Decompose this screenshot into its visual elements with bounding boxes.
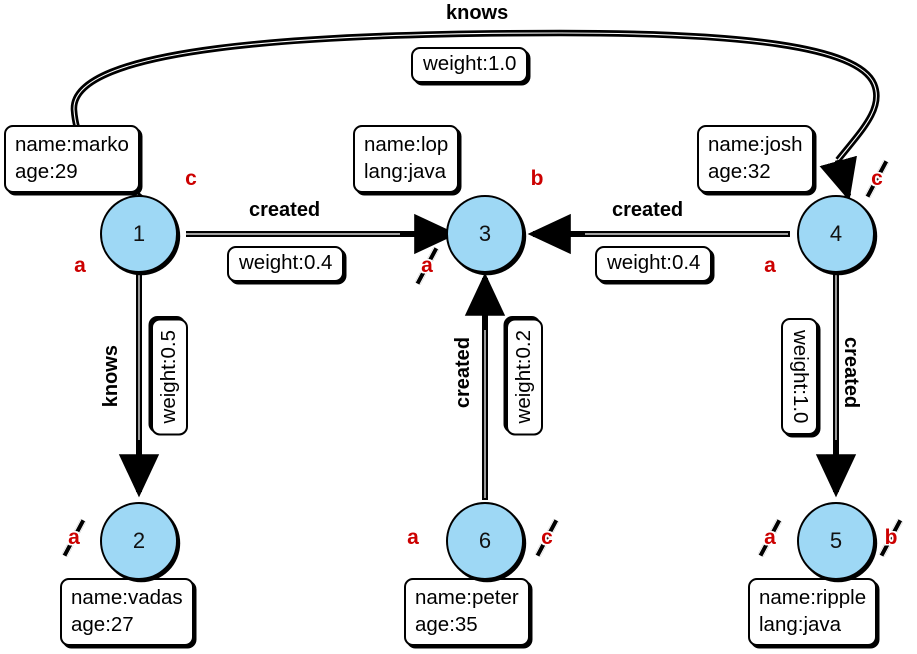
marker-node-5-a[interactable]: a	[757, 518, 783, 558]
marker-node-6-a[interactable]: a	[400, 524, 426, 552]
edge-label-created-6-3: created	[452, 337, 474, 409]
marker-node-3-b[interactable]: b	[524, 165, 550, 193]
edge-label-knows-1-4: knows	[446, 2, 509, 24]
node-4-properties: name:josh age:32	[697, 125, 814, 194]
edge-label-knows-1-2: knows	[100, 345, 122, 408]
marker-glyph: b	[530, 167, 544, 190]
node-2-properties: name:vadas age:27	[60, 578, 194, 647]
edge-weight-created-4-5: weight:1.0	[781, 318, 818, 436]
node-5[interactable]: 5	[797, 502, 875, 580]
marker-glyph: c	[185, 167, 197, 190]
marker-glyph: c	[871, 167, 883, 190]
marker-glyph: a	[764, 254, 776, 277]
node-3-label: 3	[478, 221, 492, 246]
marker-glyph: a	[764, 526, 776, 549]
marker-node-4-c[interactable]: c	[864, 159, 890, 199]
marker-node-2-a[interactable]: a	[61, 518, 87, 558]
node-1-label: 1	[132, 221, 146, 246]
property-line: name:vadas	[71, 586, 183, 609]
marker-glyph: a	[421, 254, 433, 277]
edge-label-created-1-3: created	[249, 199, 321, 221]
node-4[interactable]: 4	[797, 195, 875, 273]
property-line: lang:java	[364, 159, 447, 183]
property-line: name:ripple	[759, 586, 867, 609]
node-3[interactable]: 3	[446, 195, 524, 273]
edge-weight-created-6-3: weight:0.2	[506, 318, 543, 436]
node-2-label: 2	[132, 528, 146, 553]
node-2[interactable]: 2	[100, 502, 178, 580]
edge-weight-created-1-3: weight:0.4	[227, 246, 345, 282]
marker-node-1-a[interactable]: a	[67, 252, 93, 280]
property-line: age:27	[71, 612, 134, 636]
marker-node-1-c[interactable]: c	[178, 165, 204, 193]
marker-node-3-a[interactable]: a	[414, 246, 440, 286]
property-line: age:32	[708, 159, 771, 183]
marker-glyph: a	[74, 254, 86, 277]
property-line: name:peter	[415, 586, 519, 609]
marker-node-5-b[interactable]: b	[878, 518, 904, 558]
marker-node-6-c[interactable]: c	[534, 518, 560, 558]
marker-glyph: b	[884, 526, 898, 549]
edge-weight-created-4-3: weight:0.4	[595, 246, 713, 282]
node-6-properties: name:peter age:35	[404, 578, 530, 647]
edge-label-created-4-5: created	[840, 337, 862, 409]
edge-weight-knows-1-4: weight:1.0	[411, 47, 529, 83]
marker-glyph: c	[541, 526, 553, 549]
property-line: lang:java	[759, 612, 842, 636]
edge-1-knows-4	[70, 29, 880, 208]
property-line: age:35	[415, 612, 478, 636]
node-5-properties: name:ripple lang:java	[748, 578, 878, 647]
edge-weight-knows-1-2: weight:0.5	[151, 318, 188, 436]
marker-node-4-a[interactable]: a	[757, 252, 783, 280]
node-1[interactable]: 1	[100, 195, 178, 273]
node-6-label: 6	[478, 528, 492, 553]
marker-glyph: a	[68, 526, 80, 549]
node-1-properties: name:marko age:29	[4, 125, 140, 194]
property-line: name:marko	[15, 133, 129, 156]
node-5-label: 5	[829, 528, 843, 553]
property-line: age:29	[15, 159, 78, 183]
node-3-properties: name:lop lang:java	[353, 125, 460, 194]
marker-glyph: a	[407, 526, 419, 549]
node-4-label: 4	[829, 221, 843, 246]
property-line: name:lop	[364, 133, 449, 156]
edge-label-created-4-3: created	[612, 199, 684, 221]
property-line: name:josh	[708, 133, 803, 156]
node-6[interactable]: 6	[446, 502, 524, 580]
